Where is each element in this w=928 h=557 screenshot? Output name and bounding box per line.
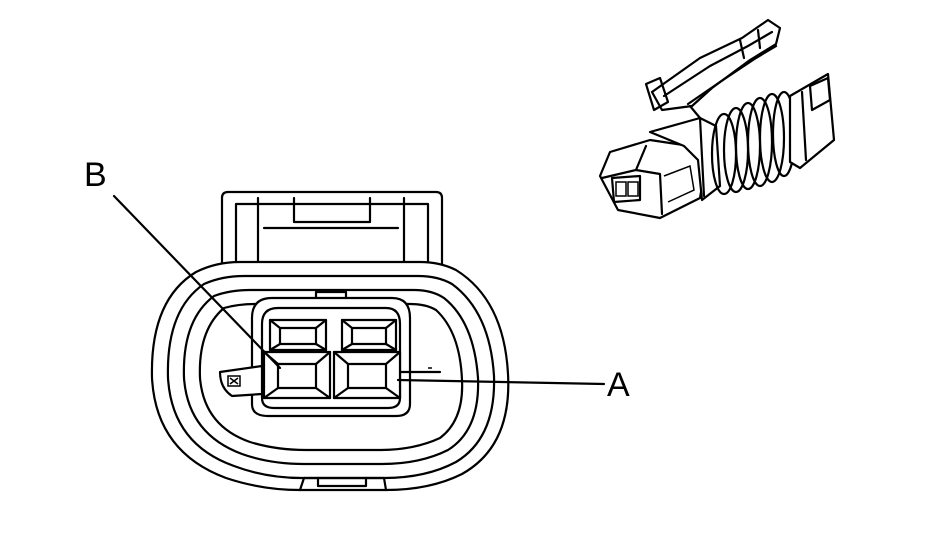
- leader-line-b: [112, 194, 282, 370]
- callout-label-b: B: [84, 156, 107, 194]
- callout-label-a: A: [607, 366, 630, 404]
- leader-line-a: [396, 378, 606, 386]
- connector-iso-view: [598, 18, 836, 220]
- connector-face-view: [112, 190, 606, 492]
- cable-seal-coils: [710, 90, 797, 196]
- terminal-a: [332, 318, 402, 400]
- terminal-b: [262, 318, 332, 400]
- latch-block: [220, 190, 444, 270]
